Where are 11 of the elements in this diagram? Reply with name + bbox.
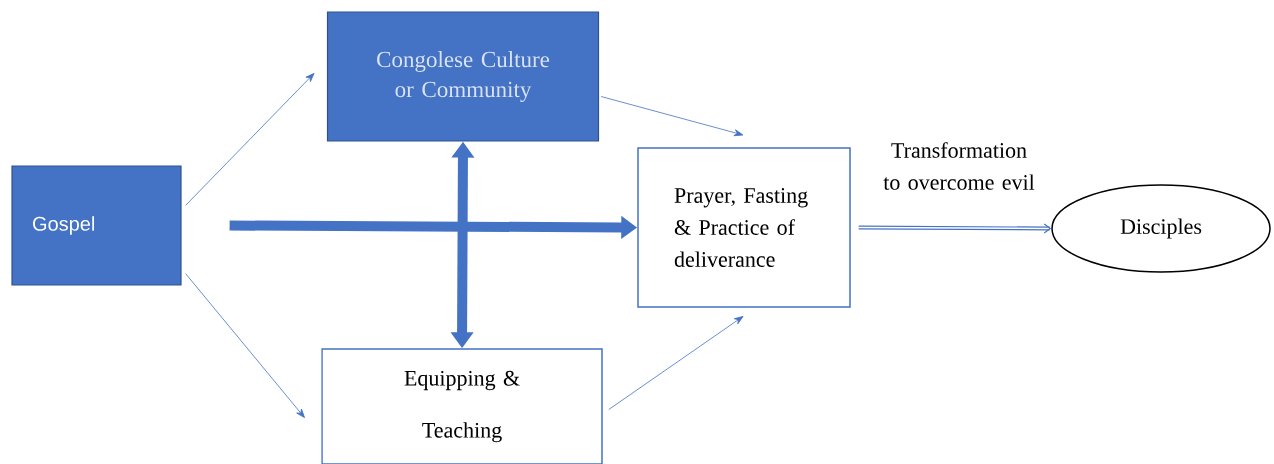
edge-label: Transformation to overcome evil — [870, 141, 1048, 191]
arrow — [858, 223, 1052, 234]
process-box: Congolese Culture or Community — [326, 11, 600, 142]
process-box: Prayer, Fasting & Practice of deliverance — [637, 147, 851, 308]
arrow — [185, 72, 315, 206]
arrow — [600, 96, 744, 137]
arrow — [185, 273, 305, 418]
process-box: Gospel — [11, 165, 182, 286]
ellipse-node: Disciples — [1051, 184, 1271, 273]
process-box: Equipping & Teaching — [321, 348, 603, 464]
arrow — [608, 316, 744, 410]
